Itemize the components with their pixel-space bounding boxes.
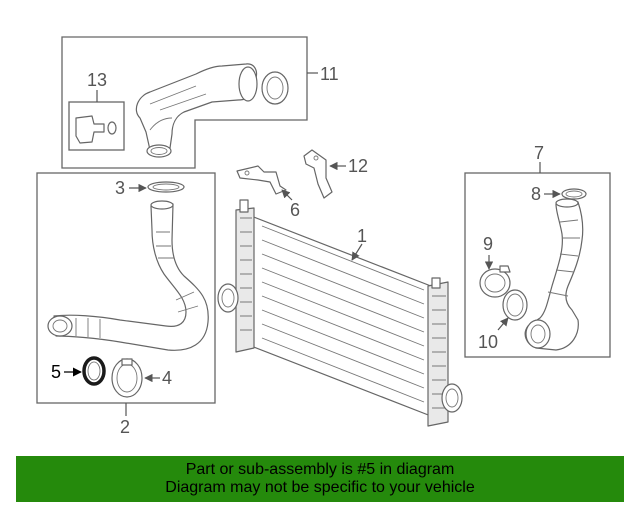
parts-diagram: 11 13 2 3 4 bbox=[36, 36, 611, 437]
callout-9[interactable]: 9 bbox=[483, 234, 494, 270]
callout-4-label: 4 bbox=[162, 368, 172, 388]
callout-7[interactable]: 7 bbox=[534, 143, 544, 163]
banner-line-2: Diagram may not be specific to your vehi… bbox=[165, 479, 475, 496]
callout-1[interactable]: 1 bbox=[351, 226, 367, 261]
upper-air-duct[interactable] bbox=[135, 63, 258, 158]
seal-ring-part-5[interactable] bbox=[82, 356, 106, 386]
callout-9-label: 9 bbox=[483, 234, 493, 254]
callout-8-label: 8 bbox=[531, 184, 541, 204]
sensor-part-13[interactable] bbox=[75, 115, 117, 144]
callout-2[interactable]: 2 bbox=[120, 417, 130, 437]
callout-3-label: 3 bbox=[115, 178, 125, 198]
seal-ring-part-10[interactable] bbox=[502, 289, 528, 321]
bracket-part-6[interactable] bbox=[236, 165, 287, 195]
callout-10-label: 10 bbox=[478, 332, 498, 352]
clamp-part-9[interactable] bbox=[479, 265, 511, 298]
callout-12-label: 12 bbox=[348, 156, 368, 176]
callout-1-label: 1 bbox=[357, 226, 367, 246]
callout-2-label: 2 bbox=[120, 417, 130, 437]
callout-10[interactable]: 10 bbox=[478, 317, 509, 352]
callout-13-label: 13 bbox=[87, 70, 107, 90]
clamp-part-4[interactable] bbox=[111, 358, 143, 398]
callout-3[interactable]: 3 bbox=[115, 178, 147, 198]
callout-11[interactable]: 11 bbox=[320, 64, 339, 84]
callout-12[interactable]: 12 bbox=[329, 156, 368, 176]
callout-7-label: 7 bbox=[534, 143, 544, 163]
callout-5-label: 5 bbox=[51, 362, 61, 382]
duct-seal-ring[interactable] bbox=[261, 71, 289, 105]
callout-6[interactable]: 6 bbox=[281, 189, 300, 220]
intercooler-part-1[interactable] bbox=[217, 199, 463, 427]
callout-6-label: 6 bbox=[290, 200, 300, 220]
clamp-part-8[interactable] bbox=[561, 188, 587, 200]
group-box-7 bbox=[464, 162, 611, 358]
callout-5[interactable]: 5 bbox=[51, 362, 82, 382]
info-banner: Part or sub-assembly is #5 in diagram Di… bbox=[16, 456, 624, 502]
group-box-2 bbox=[36, 172, 216, 416]
lower-air-duct[interactable] bbox=[47, 200, 209, 351]
right-air-duct[interactable] bbox=[524, 198, 584, 351]
group-box-11 bbox=[61, 36, 318, 169]
bracket-part-12[interactable] bbox=[303, 149, 333, 199]
inner-box-13 bbox=[68, 90, 125, 151]
callout-4[interactable]: 4 bbox=[144, 368, 172, 388]
banner-line-1: Part or sub-assembly is #5 in diagram bbox=[185, 461, 455, 478]
callout-13[interactable]: 13 bbox=[87, 70, 107, 90]
callout-11-label: 11 bbox=[320, 64, 339, 84]
callout-8[interactable]: 8 bbox=[531, 184, 561, 204]
clamp-part-3[interactable] bbox=[147, 181, 185, 193]
